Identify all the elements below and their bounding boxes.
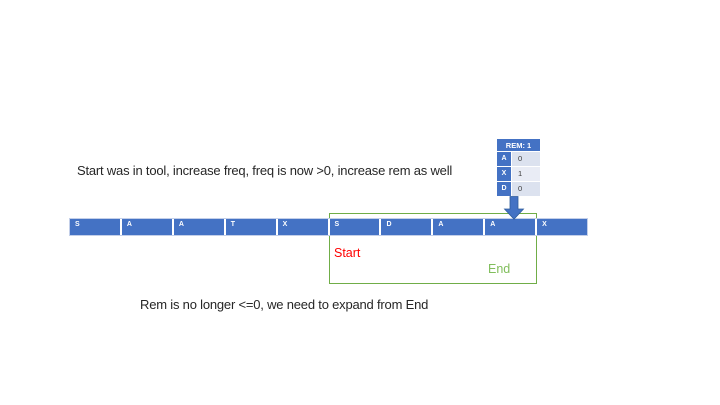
array-cell: X bbox=[277, 219, 330, 235]
freq-value-cell: 1 bbox=[512, 167, 540, 181]
array-cell: A bbox=[485, 219, 538, 235]
freq-key-cell: D bbox=[497, 182, 512, 196]
down-arrow-icon bbox=[503, 196, 525, 220]
top-note-text: Start was in tool, increase freq, freq i… bbox=[77, 163, 453, 178]
freq-key-cell: X bbox=[497, 167, 512, 181]
freq-table-row: D 0 bbox=[497, 182, 540, 197]
array-cell: T bbox=[225, 219, 278, 235]
sliding-window-rect bbox=[329, 213, 537, 284]
array-cell: X bbox=[537, 219, 588, 235]
end-pointer-label: End bbox=[488, 262, 511, 276]
freq-value-cell: 0 bbox=[512, 152, 540, 166]
array-cell: S bbox=[329, 219, 382, 235]
bottom-note-text: Rem is no longer <=0, we need to expand … bbox=[140, 297, 429, 312]
freq-table-row: X 1 bbox=[497, 167, 540, 182]
array-cell: A bbox=[121, 219, 174, 235]
freq-value-cell: 0 bbox=[512, 182, 540, 196]
array-cell: S bbox=[70, 219, 122, 235]
start-pointer-label: Start bbox=[334, 246, 361, 260]
array-bar: S A A T X S D A A X bbox=[69, 218, 588, 236]
freq-table: REM: 1 A 0 X 1 D 0 bbox=[497, 139, 540, 197]
freq-key-cell: A bbox=[497, 152, 512, 166]
freq-table-row: A 0 bbox=[497, 152, 540, 167]
array-cell: D bbox=[381, 219, 434, 235]
array-cell: A bbox=[433, 219, 486, 235]
freq-table-header: REM: 1 bbox=[497, 139, 540, 152]
array-cell: A bbox=[173, 219, 226, 235]
